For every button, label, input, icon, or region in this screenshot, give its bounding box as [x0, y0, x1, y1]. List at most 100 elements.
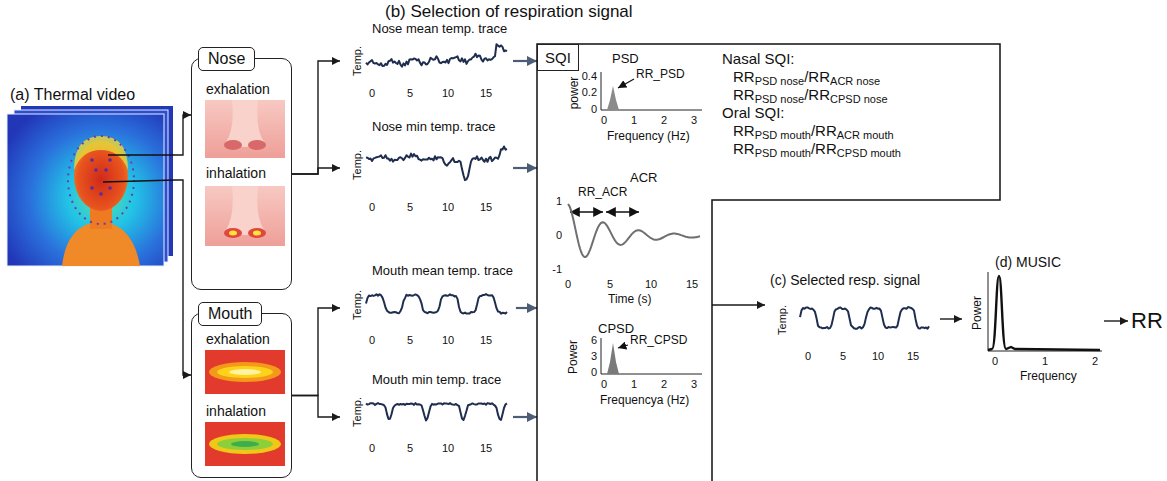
tick-label: 0 — [992, 355, 998, 368]
label-text: /RR — [804, 86, 830, 103]
temperature-trace-plot: Mouth min temp. traceTemp.051015 — [340, 372, 513, 462]
panel-heading: Mouth — [198, 302, 262, 326]
label-text: /RR — [811, 140, 837, 157]
tick-label: 5 — [407, 201, 413, 214]
connector-arrow — [516, 307, 537, 309]
illustration-shape — [90, 158, 94, 162]
connector-arrow — [292, 168, 340, 174]
illustration-shape — [601, 86, 619, 110]
illustration-shape — [618, 79, 634, 88]
temperature-trace-plot: Mouth mean temp. traceTemp.051015 — [340, 262, 516, 354]
axis-label: RR_PSD — [636, 68, 685, 82]
illustration-shape — [205, 100, 285, 158]
tick-label: 0 — [369, 201, 375, 214]
frame-label: exhalation — [206, 331, 270, 347]
illustration-shape — [248, 140, 266, 150]
tick-label: 0.4 — [582, 70, 597, 83]
temperature-trace-plot: Nose min temp. traceTemp.051015 — [340, 118, 513, 218]
connector-arrow — [513, 60, 537, 62]
illustration-shape — [231, 441, 259, 447]
tick-label: 15 — [480, 87, 492, 100]
tick-label: 5 — [407, 334, 413, 347]
plot-title: PSD — [612, 52, 639, 67]
music-spectrum — [988, 272, 1102, 351]
illustration-shape — [108, 158, 112, 162]
subscript-text: CPSD nose — [830, 93, 887, 105]
respiration-trace — [800, 307, 929, 329]
tick-label: 5 — [407, 87, 413, 100]
tick-label: 0 — [591, 366, 597, 379]
connector-arrow — [513, 416, 537, 418]
illustration-shape — [618, 345, 628, 348]
axis-label: RR_CPSD — [630, 334, 687, 348]
illustration-shape — [224, 228, 242, 238]
connector-arrow — [712, 304, 765, 305]
temperature-trace-plot: Nose mean temp. traceTemp.051015 — [340, 20, 513, 102]
frame-label: (c) Selected resp. signal — [770, 272, 920, 288]
connector-arrow — [292, 396, 340, 418]
tick-label: 0 — [565, 278, 571, 291]
axis-label: Power — [971, 296, 985, 330]
plot-title: Mouth min temp. trace — [372, 373, 501, 388]
illustration-shape — [217, 438, 273, 450]
tick-label: -1 — [552, 263, 562, 276]
tick-label: 15 — [907, 350, 919, 363]
tick-label: 15 — [686, 278, 698, 291]
psd-plot-box: PSDpower0.40.20RR_PSD0123Frequency (Hz) — [555, 50, 710, 155]
axis-label: Frequency — [1020, 370, 1077, 384]
tick-label: 0 — [601, 114, 607, 127]
tick-label: 3 — [691, 114, 697, 127]
temperature-trace — [366, 44, 507, 66]
illustration-shape — [90, 186, 94, 190]
tick-label: 1 — [631, 114, 637, 127]
respiration-rate-output: RR — [1128, 306, 1166, 336]
acr-plot — [570, 212, 639, 213]
tick-label: 0 — [369, 334, 375, 347]
plot-title: Nose min temp. trace — [372, 120, 496, 135]
frame-label: exhalation — [206, 81, 270, 97]
acr-plot-box: ACRRR_ACR10-1051015Time (s) — [545, 170, 710, 309]
tick-label: 5 — [840, 350, 846, 363]
tick-label: 15 — [480, 334, 492, 347]
subscript-text: ACR mouth — [837, 129, 894, 141]
formula-heading: Oral SQI: — [722, 104, 785, 122]
frame-label: inhalation — [206, 403, 266, 419]
figure-title: (b) Selection of respiration signal — [385, 2, 633, 22]
nose-thermal-crops — [205, 100, 285, 246]
illustration-shape — [7, 114, 164, 266]
illustration-shape — [226, 186, 264, 235]
label-text: RR — [733, 122, 755, 139]
panel-heading: SQI — [537, 44, 579, 71]
formula-line: RRPSD nose/RRCPSD nose — [733, 86, 888, 106]
panel-title: (a) Thermal video — [10, 86, 135, 104]
tick-label: 0 — [369, 442, 375, 455]
tick-label: Temp. — [776, 305, 789, 335]
connector-arrow — [175, 115, 191, 155]
illustration-shape — [104, 168, 108, 172]
connector-arrow — [513, 167, 537, 169]
axis-label: Time (s) — [608, 293, 652, 307]
autocorrelation-curve — [568, 204, 700, 257]
tick-label: 0 — [591, 103, 597, 116]
thermal-video-image — [7, 106, 175, 266]
illustration-shape — [209, 362, 281, 382]
tick-label: 0.2 — [582, 86, 597, 99]
tick-label: Temp. — [351, 150, 364, 180]
subscript-text: ACR nose — [830, 75, 880, 87]
tick-label: Temp. — [351, 46, 364, 76]
illustration-shape — [108, 154, 175, 155]
illustration-shape — [229, 369, 261, 375]
connector-arrow — [940, 318, 962, 319]
formula-heading: Nasal SQI: — [722, 50, 795, 68]
axis-label: Frequency (Hz) — [607, 130, 690, 144]
subscript-text: PSD mouth — [755, 147, 811, 159]
nose-roi-panel: Noseexhalationinhalation — [191, 58, 292, 290]
temperature-trace — [366, 403, 507, 420]
tick-label: 10 — [442, 442, 454, 455]
tick-label: 3 — [691, 378, 697, 391]
illustration-shape — [229, 231, 237, 236]
illustration-shape — [988, 272, 1102, 351]
label-text: /RR — [811, 122, 837, 139]
tick-label: 1 — [1042, 355, 1048, 368]
